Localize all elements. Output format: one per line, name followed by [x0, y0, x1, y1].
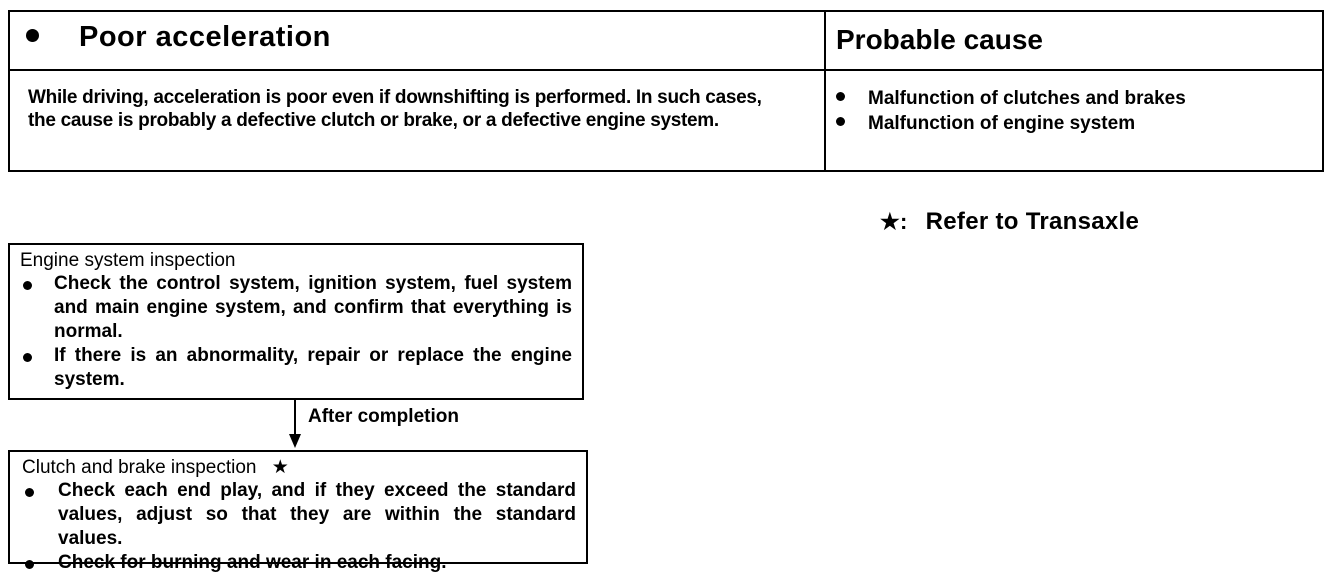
- symptom-description: While driving, acceleration is poor even…: [28, 87, 762, 131]
- bullet-icon: [25, 488, 34, 497]
- probable-cause-list: Malfunction of clutches and brakes Malfu…: [836, 86, 1186, 136]
- list-item: Malfunction of clutches and brakes: [836, 86, 1186, 111]
- list-item: Check each end play, and if they exceed …: [22, 479, 576, 551]
- table-column-divider: [824, 12, 826, 170]
- bullet-icon: [836, 117, 845, 127]
- cause-text: Malfunction of engine system: [868, 113, 1136, 134]
- clutch-brake-title-text: Clutch and brake inspection: [22, 457, 257, 478]
- clutch-brake-inspection-title: Clutch and brake inspection ★: [22, 456, 576, 479]
- symptom-heading-text: Poor acceleration: [79, 21, 331, 53]
- list-item: Check for burning and wear in each facin…: [22, 551, 576, 575]
- after-completion-label: After completion: [308, 406, 459, 427]
- symptom-heading: Poor acceleration: [26, 21, 331, 54]
- symptom-table: Poor acceleration Probable cause While d…: [8, 10, 1324, 172]
- step-text: Check for burning and wear in each facin…: [58, 552, 447, 573]
- clutch-brake-inspection-steps: Check each end play, and if they exceed …: [22, 479, 576, 575]
- list-item: Malfunction of engine system: [836, 111, 1186, 136]
- table-row-divider: [10, 69, 1322, 71]
- bullet-icon: [25, 560, 34, 569]
- list-item: If there is an abnormality, repair or re…: [20, 344, 572, 392]
- step-text: Check each end play, and if they exceed …: [58, 480, 576, 549]
- bullet-icon: [23, 353, 32, 362]
- star-icon: ★:: [880, 209, 908, 234]
- bullet-icon: [836, 92, 845, 102]
- engine-inspection-box: Engine system inspection Check the contr…: [8, 243, 584, 400]
- step-text: If there is an abnormality, repair or re…: [54, 345, 572, 390]
- note-text: Refer to Transaxle: [925, 208, 1140, 235]
- flow-arrow-line: [294, 400, 296, 438]
- step-text: Check the control system, ignition syste…: [54, 273, 572, 342]
- probable-cause-heading: Probable cause: [836, 24, 1043, 55]
- cause-text: Malfunction of clutches and brakes: [868, 88, 1186, 109]
- arrow-down-icon: [289, 434, 301, 448]
- engine-inspection-title: Engine system inspection: [20, 250, 236, 271]
- transaxle-reference-note: ★: Refer to Transaxle: [880, 208, 1139, 236]
- bullet-icon: [26, 28, 39, 42]
- clutch-brake-inspection-box: Clutch and brake inspection ★ Check each…: [8, 450, 588, 573]
- bullet-icon: [23, 281, 32, 290]
- engine-inspection-steps: Check the control system, ignition syste…: [20, 272, 572, 392]
- star-icon: ★: [271, 457, 289, 478]
- list-item: Check the control system, ignition syste…: [20, 272, 572, 344]
